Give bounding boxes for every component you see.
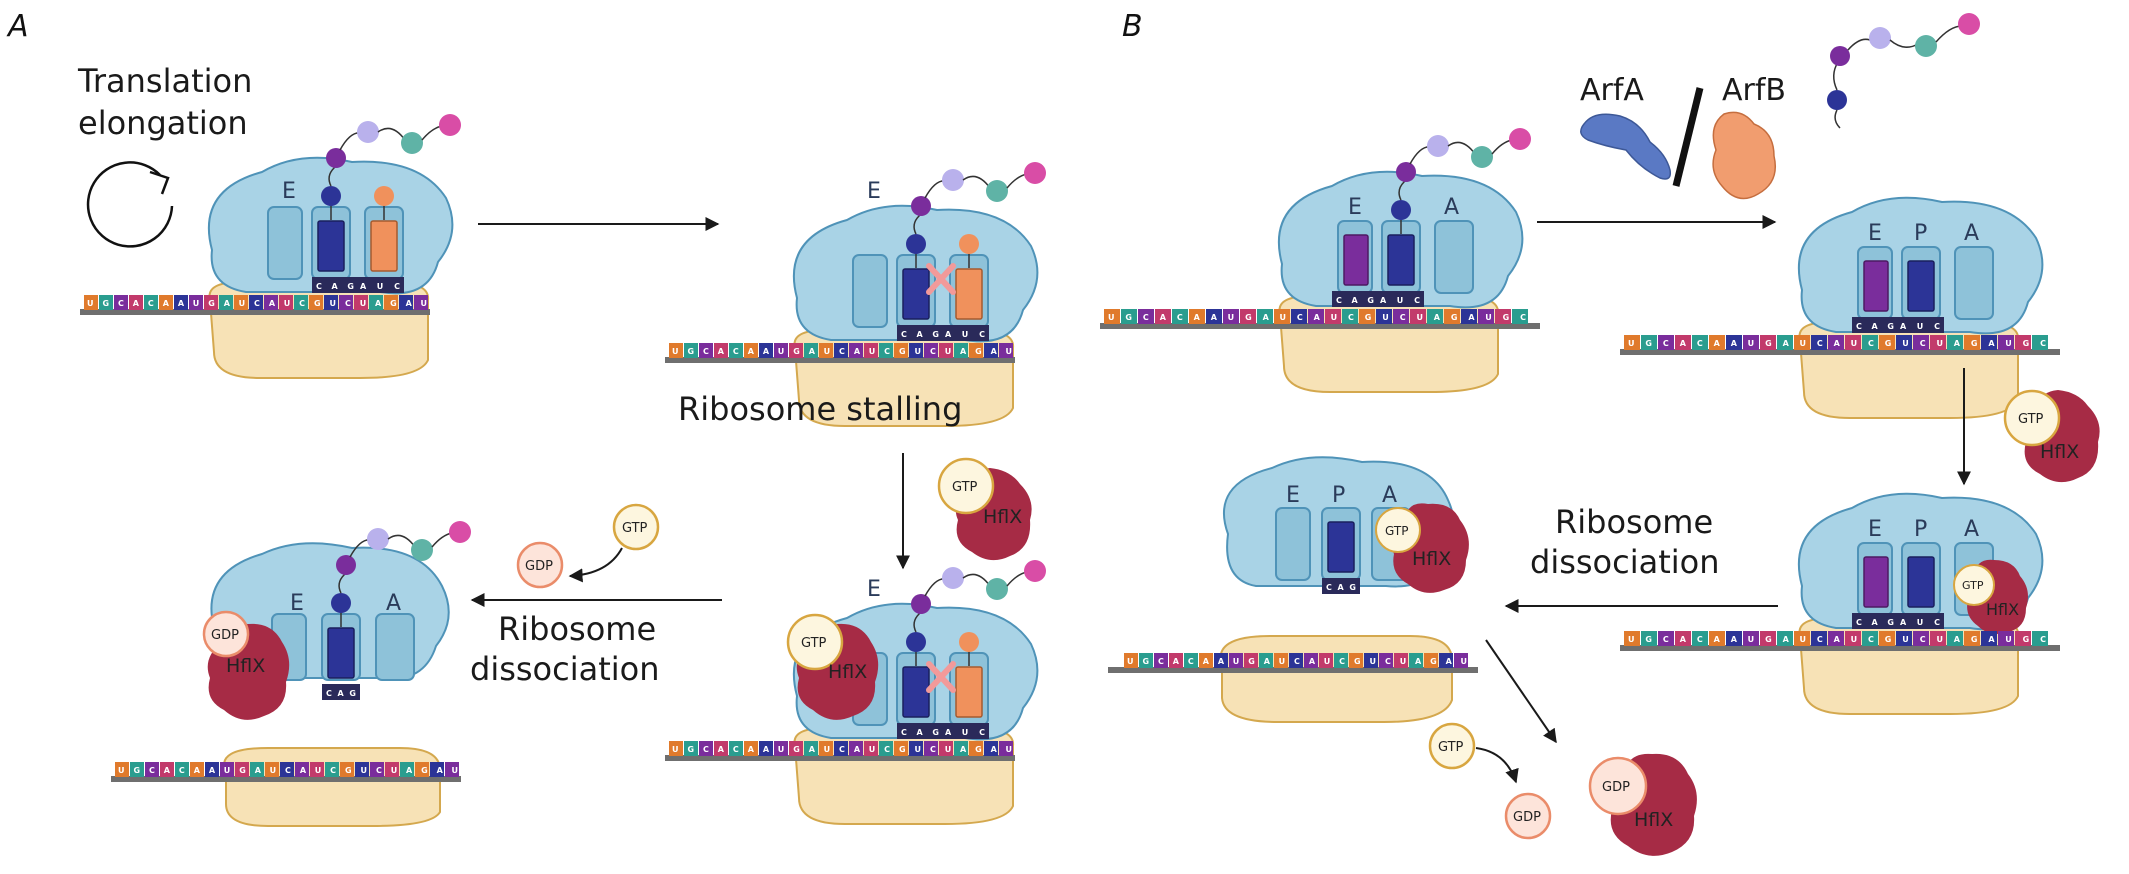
svg-text:GTP: GTP [801, 636, 827, 651]
svg-text:AUC: AUC [1380, 296, 1420, 305]
svg-text:CAG: CAG [901, 330, 939, 339]
ribosome-stalling-label: Ribosome stalling [678, 390, 962, 428]
site-e-label: E [1868, 517, 1882, 542]
released-peptide-b [1827, 13, 1980, 129]
arfb-protein [1712, 111, 1776, 200]
trna-a [370, 220, 398, 272]
mrna-sequence: UGCACAAUGAUCAUCGUCUAGAUGC [1628, 635, 2046, 644]
arfa-arfb-factors: ArfA ArfB [1580, 73, 1786, 200]
arfa-label: ArfA [1580, 73, 1644, 108]
panel-b-letter: B [1122, 9, 1143, 44]
panel-a-letter: A [6, 9, 29, 44]
hflx-label: HflX [226, 655, 265, 677]
site-p-label: P [1914, 517, 1927, 542]
svg-text:AUC: AUC [945, 728, 985, 737]
site-p-label: P [1332, 483, 1345, 508]
site-e-label: E [1348, 195, 1362, 220]
site-e-label: E [867, 577, 881, 602]
svg-text:GDP: GDP [211, 628, 239, 643]
svg-text:CAG: CAG [1856, 322, 1894, 331]
mrna-sequence: UGCACAAUGAUCAUCGUCUAGAU [1127, 657, 1467, 666]
translation-elongation-title: Translation elongation [77, 62, 252, 142]
anticodon-a1: CAG AUC [312, 277, 404, 293]
svg-text:GTP: GTP [1962, 579, 1984, 592]
mrna-a1: UGCACAAUGAUCAUCGUCUAGAU [80, 295, 430, 315]
svg-text:GTP: GTP [1438, 740, 1464, 755]
arrow-b4-to-release [1485, 639, 1557, 744]
hflx-label: HflX [2040, 441, 2079, 463]
site-p-label: P [1914, 221, 1927, 246]
site-e-label: E [282, 179, 296, 204]
gtp-to-gdp-a: GTP GDP [516, 503, 660, 589]
svg-text:CAG: CAG [1326, 583, 1356, 592]
b-dissociation-line-2: dissociation [1530, 543, 1720, 581]
ribosome-a3-hflx-bound: E GTP HflX UGCACAAUGAUCAUCGUCUAGAU CAG A… [665, 560, 1046, 825]
mrna-sequence: UGCACAAUGAUCAUCGUCUAGAU [118, 766, 458, 775]
site-e-label: E [867, 179, 881, 204]
svg-text:GDP: GDP [1513, 810, 1541, 825]
svg-text:GDP: GDP [525, 559, 553, 574]
svg-text:GTP: GTP [2018, 412, 2044, 427]
site-a-label: A [1444, 195, 1459, 220]
svg-text:AUC: AUC [1900, 322, 1940, 331]
svg-text:CAG: CAG [1336, 296, 1374, 305]
svg-text:GTP: GTP [622, 521, 648, 536]
site-a-label: A [1964, 517, 1979, 542]
mrna-sequence: UGCACAAUGAUCAUCGUCUAGAU [87, 299, 427, 308]
b-dissociation-line-1: Ribosome [1555, 503, 1713, 541]
gtp-hflx-complex-a: GTP HflX [937, 457, 1032, 561]
trna-p [317, 220, 345, 272]
site-e-label: E [290, 591, 304, 616]
svg-text:AUC: AUC [360, 282, 400, 291]
elongation-title-line-1: Translation [77, 62, 252, 100]
released-gdp-hflx: GDP HflX [1588, 753, 1697, 856]
svg-text:GTP: GTP [952, 480, 978, 495]
site-e-label: E [1868, 221, 1882, 246]
elongation-title-line-2: elongation [78, 104, 248, 142]
hflx-label: HflX [828, 661, 867, 683]
hflx-label: HflX [1412, 548, 1451, 570]
mrna-sequence: UGCACAAUGAUCAUCGUCUAGAU [672, 745, 1012, 754]
svg-text:CAG: CAG [316, 282, 354, 291]
hflx-label: HflX [1634, 809, 1673, 831]
svg-text:CAG: CAG [326, 689, 356, 698]
hflx-label: HflX [1986, 600, 2019, 619]
hflx-label: HflX [983, 506, 1022, 528]
ribosome-b1: E A UGCACAAUGAUCAUCGUCUAGAUGC CAG AUC [1100, 128, 1540, 393]
svg-text:CAG: CAG [901, 728, 939, 737]
mrna-sequence: UGCACAAUGAUCAUCGUCUAGAUGC [1628, 339, 2046, 348]
arfa-protein [1580, 113, 1672, 180]
site-a-label: A [386, 591, 401, 616]
gtp-hflx-complex-b: GTP HflX [2003, 389, 2100, 483]
svg-text:AUC: AUC [945, 330, 985, 339]
dissociation-line-1: Ribosome [498, 610, 656, 648]
svg-text:AUC: AUC [1900, 618, 1940, 627]
mrna-sequence: UGCACAAUGAUCAUCGUCUAGAU [672, 347, 1012, 356]
gtp-to-gdp-b: GTP GDP [1428, 722, 1552, 840]
gtp-chip [937, 457, 995, 515]
ribosome-b3-hflx-bound: E P A GTP HflX UGCACAAUGAUCAUCGUCUAGAUGC… [1620, 492, 2060, 715]
site-e-label: E [1286, 483, 1300, 508]
svg-text:GDP: GDP [1602, 780, 1630, 795]
ribosome-a1: E UGCACAAUGAUCAUCGUCUAGAU CAG AUC [80, 114, 461, 379]
stall-cross-icon [926, 263, 956, 295]
svg-text:GTP: GTP [1385, 524, 1408, 538]
site-a-label: A [1964, 221, 1979, 246]
ribosome-a4-dissociated: UGCACAAUGAUCAUCGUCUAGAU E A CAG GDP HflX [111, 521, 471, 827]
ribosome-b4-dissociated: UGCACAAUGAUCAUCGUCUAGAU E P A CAG GTP Hf… [1108, 456, 1478, 723]
svg-text:CAG: CAG [1856, 618, 1894, 627]
ribosome-a2-stalled: E UGCACAAUGAUCAUCGUCUAGAU CAG AUC [665, 162, 1046, 427]
ribosome-b2: E P A UGCACAAUGAUCAUCGUCUAGAUGC CAG AUC [1620, 196, 2060, 419]
dissociation-line-2: dissociation [470, 650, 660, 688]
mrna-sequence: UGCACAAUGAUCAUCGUCUAGAUGC [1108, 313, 1526, 322]
site-a-label: A [1382, 483, 1397, 508]
arfb-label: ArfB [1722, 73, 1786, 108]
elongation-cycle-arrow-icon [86, 161, 174, 248]
